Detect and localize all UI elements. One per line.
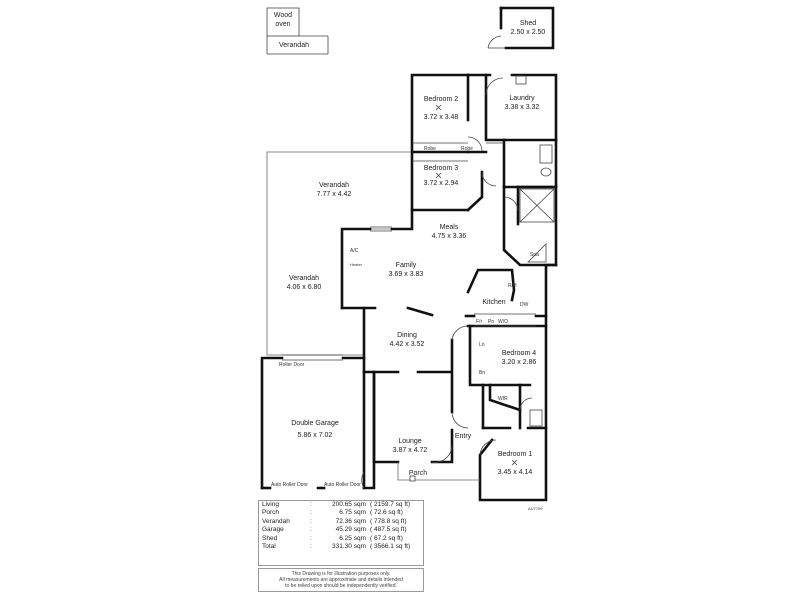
area-sqm: 6.75 sqm xyxy=(339,509,366,517)
verandah-top-label: Verandah 7.77 x 4.42 xyxy=(316,182,352,198)
area-sqft: ( 487.5 sq ft) xyxy=(370,526,407,534)
area-sqm: 45.29 sqm xyxy=(335,526,366,534)
family-label: Family 3.69 x 3.83 xyxy=(388,262,424,278)
area-label: Living xyxy=(262,501,279,508)
ceiling-lights xyxy=(435,104,518,466)
area-row: Porch: 6.75 sqm ( 72.6 sq ft) xyxy=(262,509,418,517)
ref-code: AU7709 xyxy=(528,506,543,511)
area-label: Verandah xyxy=(262,517,290,525)
bedroom4-label: Bedroom 4 3.20 x 2.86 xyxy=(501,350,537,366)
rh-label: R/H xyxy=(508,283,517,289)
area-label: Porch xyxy=(262,509,279,517)
pn-label: Pn xyxy=(488,319,495,325)
area-summary-table: Living: 200.65 sqm ( 2159.7 sq ft) Porch: 6.… xyxy=(262,501,418,551)
area-sqm: 72.36 sqm xyxy=(335,517,366,525)
area-row: Total: 331.30 sqm ( 3566.1 sq ft) xyxy=(262,543,418,551)
area-colon: : xyxy=(310,526,312,534)
roller-door-label: Roller Door xyxy=(279,362,305,368)
wood-oven-block xyxy=(266,7,329,55)
porch-label: Porch xyxy=(408,470,428,477)
entry-label: Entry xyxy=(454,433,472,440)
dining-label: Dining 4.42 x 3.52 xyxy=(389,332,425,348)
area-label: Garage xyxy=(262,526,284,534)
verandah-side-label: Verandah 4.06 x 6.80 xyxy=(286,275,322,291)
area-colon: : xyxy=(310,534,312,542)
meals-label: Meals 4.75 x 3.36 xyxy=(431,224,467,240)
double-garage-label: Double Garage 5.86 x 7.02 xyxy=(291,420,339,439)
doors xyxy=(361,77,533,489)
bedroom1-label: Bedroom 1 3.45 x 4.14 xyxy=(497,451,533,476)
area-sqft: ( 778.8 sq ft) xyxy=(370,517,407,525)
area-row: Garage: 45.29 sqm ( 487.5 sq ft) xyxy=(262,526,418,534)
bn-label: Bn xyxy=(479,370,486,376)
fr-label: F/r xyxy=(476,319,483,325)
area-label: Total xyxy=(262,543,276,551)
disclaimer-line-2: All measurements are approximate and det… xyxy=(279,577,403,583)
house-walls xyxy=(260,73,558,502)
area-sqft: ( 67.2 sq ft) xyxy=(370,534,403,542)
porch-outline xyxy=(397,462,480,482)
area-colon: : xyxy=(310,509,312,517)
spa-label: Spa xyxy=(530,252,539,258)
disclaimer-line-1: This Drawing is for illustration purpose… xyxy=(291,571,391,577)
area-colon: : xyxy=(310,501,312,508)
area-sqft: ( 72.6 sq ft) xyxy=(370,509,403,517)
area-colon: : xyxy=(310,543,312,551)
laundry-label: Laundry 3.38 x 3.32 xyxy=(504,95,540,111)
windows xyxy=(282,142,536,361)
bedroom2-label: Bedroom 2 3.72 x 3.48 xyxy=(423,96,459,121)
auto-roller-door-2-label: Auto Roller Door xyxy=(324,482,361,488)
bedroom3-label: Bedroom 3 3.72 x 2.94 xyxy=(423,165,459,187)
shed-label: Shed 2.50 x 2.50 xyxy=(510,20,546,36)
area-row: Living: 200.65 sqm ( 2159.7 sq ft) xyxy=(262,501,418,509)
wir-label: WIR xyxy=(498,396,508,402)
area-sqm: 331.30 sqm xyxy=(332,543,366,551)
ac-label: A/C xyxy=(350,248,359,254)
area-summary-box xyxy=(258,500,424,566)
bath-fixtures xyxy=(515,75,555,427)
ln-label: Ln xyxy=(479,342,485,348)
kitchen-label: Kitchen xyxy=(482,299,506,306)
lounge-label: Lounge 3.87 x 4.72 xyxy=(392,438,428,454)
area-row: Verandah: 72.36 sqm ( 778.8 sq ft) xyxy=(262,518,418,526)
top-verandah-label: Verandah xyxy=(279,42,309,49)
area-sqft: ( 3566.1 sq ft) xyxy=(370,543,411,551)
disclaimer-line-3: to be relied upon should be independentl… xyxy=(285,583,397,589)
area-colon: : xyxy=(310,517,312,525)
auto-roller-door-1-label: Auto Roller Door xyxy=(271,482,308,488)
area-sqm: 6.25 sqm xyxy=(339,534,366,542)
robe-left-label: Robe xyxy=(424,146,436,152)
area-row: Shed: 6.25 sqm ( 67.2 sq ft) xyxy=(262,535,418,543)
area-sqm: 200.65 sqm xyxy=(332,501,366,508)
area-sqft: ( 2159.7 sq ft) xyxy=(370,501,411,508)
disclaimer-box: This Drawing is for illustration purpose… xyxy=(258,568,424,592)
wio-label: W/O xyxy=(498,319,508,325)
dw-label: DW xyxy=(520,302,529,308)
robe-right-label: Robe xyxy=(461,146,473,152)
wood-oven-label: Wood oven xyxy=(273,12,293,28)
area-label: Shed xyxy=(262,534,278,542)
heater-label: Heater xyxy=(350,262,363,267)
shed-block xyxy=(487,6,555,50)
